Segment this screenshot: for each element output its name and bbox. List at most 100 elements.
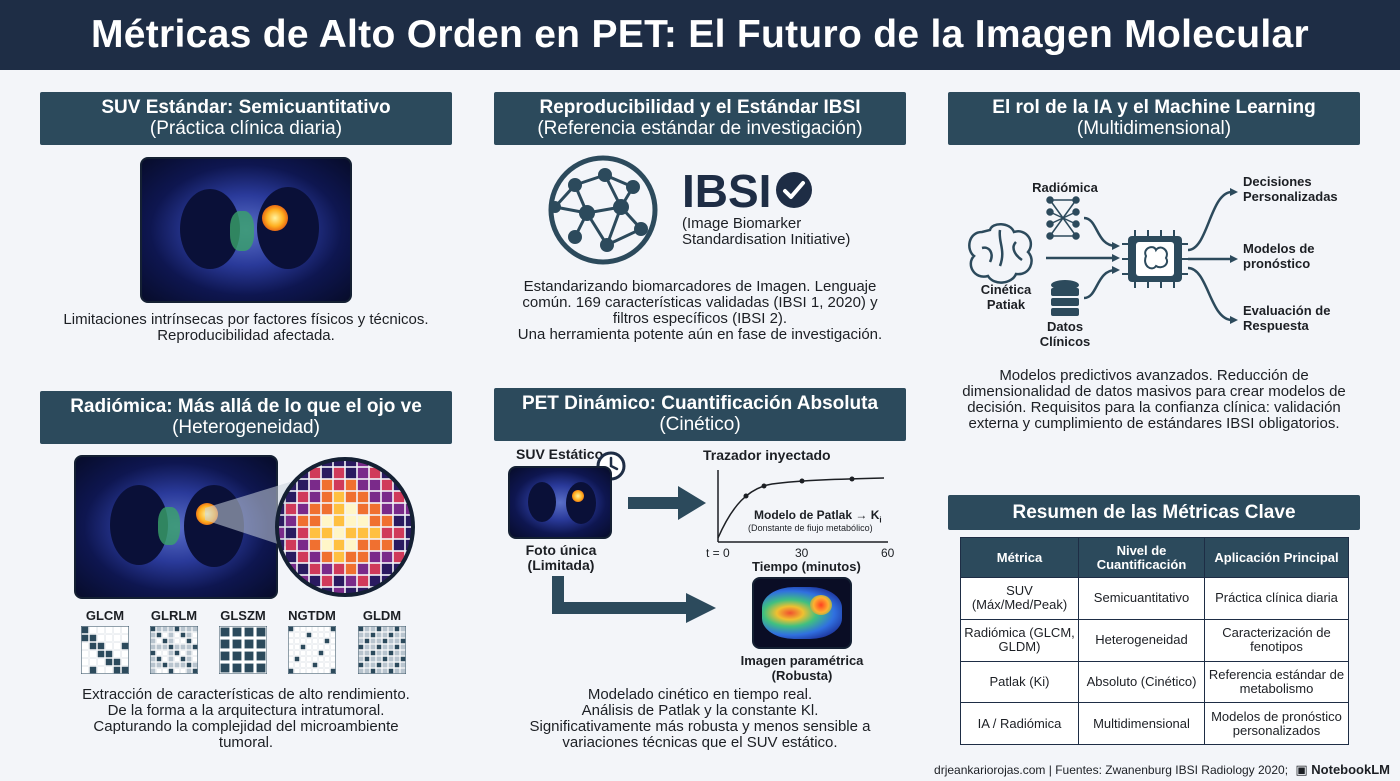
ia-out2-b: pronóstico — [1243, 256, 1311, 271]
ibsi-text-1: Estandarizando biomarcadores de Imagen. … — [523, 278, 877, 295]
ibsi-text-3: filtros específicos (IBSI 2). — [612, 310, 788, 327]
patlak-model-text: Modelo de Patlak → K — [754, 508, 880, 522]
page-title: Métricas de Alto Orden en PET: El Futuro… — [0, 0, 1400, 70]
matrix-label-glszm: GLSZM — [220, 608, 266, 623]
glszm-matrix-icon — [219, 626, 267, 674]
ia-output-evaluacion: Evaluación de Respuesta — [1243, 303, 1330, 333]
suv-header-subtitle: (Práctica clínica diaria) — [149, 118, 343, 139]
check-circle-icon — [776, 172, 812, 208]
ibsi-logo-text: IBSI — [682, 165, 772, 217]
suv-text-2: Reproducibilidad afectada. — [157, 327, 335, 344]
ia-text-1: Modelos predictivos avanzados. Reducción… — [999, 367, 1309, 384]
matrix-label-glrlm: GLRLM — [150, 608, 198, 623]
table-cell: Referencia estándar de metabolismo — [1204, 660, 1349, 704]
dynamic-text-2: Análisis de Patlak y la constante Kl. — [581, 702, 819, 719]
radiomics-header-subtitle: (Heterogeneidad) — [172, 417, 320, 438]
ia-output-decisiones: Decisiones Personalizadas — [1243, 174, 1338, 204]
database-icon — [1051, 280, 1079, 316]
ibsi-sub-1: (Image Biomarker — [682, 215, 802, 232]
notebooklm-brand: NotebookLM — [1311, 762, 1390, 777]
summary-header-row: Métrica Nivel de Cuantificación Aplicaci… — [960, 537, 1349, 578]
dynamic-text-3: Significativamente más robusta y menos s… — [529, 718, 871, 735]
suv-header-title: SUV Estándar: Semicuantitativo — [101, 97, 391, 118]
ia-header-subtitle: (Multidimensional) — [1076, 118, 1232, 139]
tracer-label: Trazador inyectado — [703, 447, 831, 463]
ibsi-text-4: Una herramienta potente aún en fase de i… — [517, 326, 883, 343]
table-cell: Absoluto (Cinético) — [1078, 660, 1205, 704]
axis-t0: t = 0 — [706, 546, 730, 560]
dynamic-text-1: Modelado cinético en tiempo real. — [587, 686, 813, 703]
suv-static-label: SUV Estático — [516, 446, 604, 462]
table-cell: Práctica clínica diaria — [1204, 577, 1349, 620]
ibsi-text-2: común. 169 características validadas (IB… — [522, 294, 878, 311]
radiomics-header: Radiómica: Más allá de lo que el ojo ve … — [40, 391, 452, 444]
ia-text-3: decisión. Requisitos para la confianza c… — [967, 399, 1341, 416]
table-cell: Heterogeneidad — [1078, 618, 1205, 662]
table-cell: IA / Radiómica — [960, 702, 1079, 745]
radiomics-description: Extracción de características de alto re… — [40, 687, 452, 751]
radiomics-text-3: Capturando la complejidad del microambie… — [93, 718, 399, 735]
ia-text-4: externa y cumplimiento de estándares IBS… — [968, 415, 1340, 432]
patlak-model-label: Modelo de Patlak → Ki — [754, 508, 882, 524]
col-header-aplicacion: Aplicación Principal — [1204, 537, 1349, 578]
ia-out1-b: Personalizadas — [1243, 189, 1338, 204]
footer-sources: drjeankariorojas.com | Fuentes: Zwanenbu… — [934, 763, 1289, 777]
axis-t30: 30 — [795, 546, 809, 560]
ia-text-2: dimensionalidad de datos masivos para cr… — [962, 383, 1346, 400]
dynamic-header-title: PET Dinámico: Cuantificación Absoluta — [521, 393, 879, 414]
dynamic-header-subtitle: (Cinético) — [659, 414, 741, 435]
ia-datos-1: Datos — [1046, 319, 1084, 334]
footer: drjeankariorojas.com | Fuentes: Zwanenbu… — [934, 762, 1390, 778]
glrlm-matrix-icon — [150, 626, 198, 674]
ia-cinetica-2: Patiak — [986, 297, 1026, 312]
patlak-model-desc: (Donstante de fiujo metabólico) — [748, 523, 873, 533]
ibsi-sub-2: Standardisation Initiative) — [682, 231, 851, 248]
glcm-matrix-icon — [81, 626, 129, 674]
summary-header-title: Resumen de las Métricas Clave — [1012, 502, 1296, 523]
suv-header: SUV Estándar: Semicuantitativo (Práctica… — [40, 92, 452, 145]
radiomics-text-4: tumoral. — [218, 734, 274, 751]
param-label-1: Imagen paramétrica — [740, 653, 864, 668]
table-row: SUV (Máx/Med/Peak) Semicuantitativo Prác… — [960, 577, 1349, 620]
ibsi-header-title: Reproducibilidad y el Estándar IBSI — [539, 97, 861, 118]
ibsi-description: Estandarizando biomarcadores de Imagen. … — [494, 279, 906, 343]
radiomics-header-title: Radiómica: Más allá de lo que el ojo ve — [70, 396, 422, 417]
photo-label: Foto única (Limitada) — [506, 543, 616, 573]
ia-cinetica-1: Cinética — [980, 282, 1032, 297]
matrix-label-gldm: GLDM — [362, 608, 402, 623]
network-globe-icon — [548, 155, 658, 265]
axis-t60: 60 — [881, 546, 895, 560]
ngtdm-matrix-icon — [288, 626, 336, 674]
time-axis-label: Tiempo (minutos) — [752, 559, 861, 574]
table-row: IA / Radiómica Multidimensional Modelos … — [960, 702, 1349, 745]
ia-header: El rol de la IA y el Machine Learning (M… — [948, 92, 1360, 145]
ia-output-modelos: Modelos de pronóstico — [1243, 241, 1315, 271]
table-cell: Multidimensional — [1078, 702, 1205, 745]
table-cell: SUV (Máx/Med/Peak) — [960, 577, 1079, 620]
summary-header: Resumen de las Métricas Clave — [948, 495, 1360, 530]
table-cell: Semicuantitativo — [1078, 577, 1205, 620]
photo-label-1: Foto única — [525, 542, 597, 558]
patlak-curve — [717, 470, 888, 543]
ibsi-fullname: (Image Biomarker Standardisation Initiat… — [682, 216, 850, 248]
ibsi-header-subtitle: (Referencia estándar de investigación) — [537, 118, 863, 139]
parametric-label: Imagen paramétrica (Robusta) — [730, 653, 874, 683]
ai-chip-icon — [1122, 230, 1188, 288]
ia-out3-b: Respuesta — [1243, 318, 1309, 333]
photo-label-2: (Limitada) — [527, 557, 595, 573]
patlak-model-sub: i — [879, 515, 882, 525]
table-cell: Radiómica (GLCM, GLDM) — [960, 618, 1079, 662]
heterogeneity-pixel-icon — [275, 457, 415, 597]
col-header-metrica: Métrica — [960, 537, 1079, 578]
table-row: Patlak (Ki) Absoluto (Cinético) Referenc… — [960, 660, 1349, 704]
static-pet-thumbnail — [508, 466, 612, 539]
ia-input-cinetica: Cinética Patiak — [966, 282, 1046, 312]
suv-text-1: Limitaciones intrínsecas por factores fí… — [63, 311, 429, 328]
dynamic-header: PET Dinámico: Cuantificación Absoluta (C… — [494, 388, 906, 441]
ia-flow-diagram — [968, 188, 1238, 324]
radiomics-text-1: Extracción de características de alto re… — [82, 686, 410, 703]
table-cell: Modelos de pronóstico personalizados — [1204, 702, 1349, 745]
dynamic-description: Modelado cinético en tiempo real. Anális… — [494, 687, 906, 751]
table-cell: Patlak (Ki) — [960, 660, 1079, 704]
ibsi-header: Reproducibilidad y el Estándar IBSI (Ref… — [494, 92, 906, 145]
